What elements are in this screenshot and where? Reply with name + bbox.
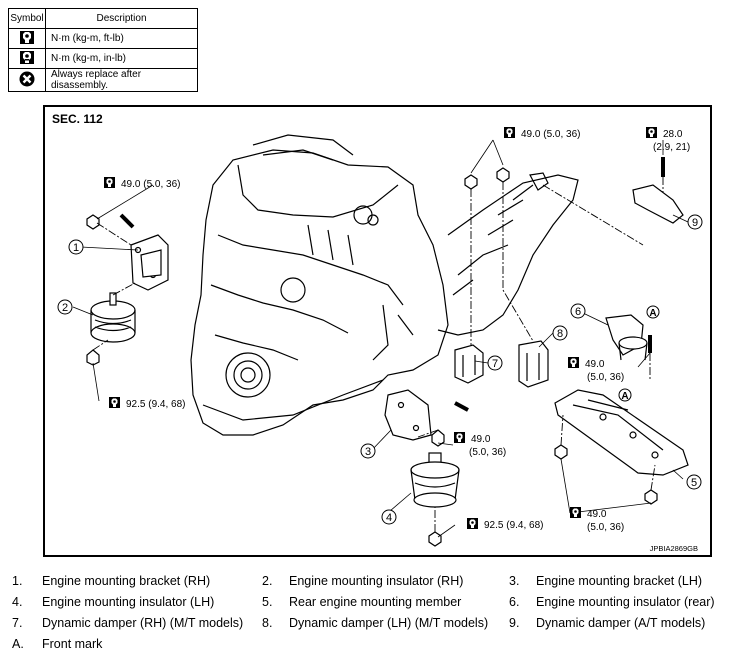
callout-3: 3 (360, 443, 376, 459)
svg-text:9: 9 (692, 217, 698, 229)
svg-text:2: 2 (62, 302, 68, 314)
callouts: 1 2 3 4 5 6 7 8 9 (57, 214, 703, 525)
nut-lh-upper (431, 429, 445, 447)
svg-text:A: A (649, 308, 656, 319)
legend-description: N·m (kg-m, in-lb) (45, 48, 198, 69)
torque-wrench-icon (504, 127, 515, 138)
nut-member-right (644, 489, 658, 505)
nut-lh-lower (428, 531, 442, 547)
legend-symbol-cell (8, 68, 46, 92)
dynamic-damper-lh (518, 340, 549, 388)
svg-text:8: 8 (557, 328, 563, 340)
torque-label: 49.0 (5.0, 36) (104, 177, 180, 190)
svg-text:49.0: 49.0 (587, 509, 607, 520)
legend-description: N·m (kg-m, ft-lb) (45, 28, 198, 49)
svg-text:49.0: 49.0 (471, 434, 491, 445)
diagram-code: JPBIA2869GB (650, 544, 698, 553)
torque-label: 28.0 (2.9, 21) (646, 127, 690, 153)
symbol-legend-table: Symbol Description N·m (kg-m, ft-lb) N·m… (8, 8, 198, 92)
front-mark-a: A (646, 305, 660, 319)
torque-wrench-icon (454, 432, 465, 443)
legend-symbol-cell (8, 28, 46, 49)
mount-insulator-rh (90, 292, 136, 343)
dynamic-damper-at (632, 184, 684, 224)
legend-header-row: Symbol Description (8, 8, 198, 29)
svg-text:(2.9, 21): (2.9, 21) (653, 142, 690, 153)
torque-wrench-icon (109, 397, 120, 408)
bolt-rh-upper (119, 213, 135, 229)
callout-2: 2 (57, 299, 73, 315)
svg-text:3: 3 (365, 446, 371, 458)
legend-description: Always replace after disassembly. (45, 68, 198, 92)
bolt-lh-upper (454, 401, 469, 412)
svg-text:(5.0, 36): (5.0, 36) (469, 447, 506, 458)
engine-mounting-diagram: SEC. 112 JPBIA2869GB (43, 105, 712, 557)
dynamic-damper-rh (454, 344, 484, 384)
mount-insulator-lh (410, 452, 460, 508)
torque-label: 92.5 (9.4, 68) (467, 518, 543, 531)
torque-label: 49.0 (5.0, 36) (454, 432, 506, 458)
rear-mounting-member (554, 389, 689, 476)
svg-text:5: 5 (691, 477, 697, 489)
parts-list: 1.Engine mounting bracket (RH) 2.Engine … (12, 574, 715, 651)
torque-wrench-icon (467, 518, 478, 529)
torque-label: 49.0 (5.0, 36) (570, 507, 624, 533)
svg-text:1: 1 (73, 242, 79, 254)
torque-wrench-nm-kgm-ftlb-icon (20, 30, 34, 44)
mount-bracket-lh (384, 389, 432, 441)
svg-text:92.5 (9.4, 68): 92.5 (9.4, 68) (126, 399, 185, 410)
callout-5: 5 (686, 474, 702, 490)
torque-label: 49.0 (5.0, 36) (568, 357, 624, 383)
torque-wrench-icon (570, 507, 581, 518)
svg-text:49.0 (5.0, 36): 49.0 (5.0, 36) (521, 129, 580, 140)
callout-7: 7 (487, 355, 503, 371)
svg-text:7: 7 (492, 358, 498, 370)
legend-header-description: Description (45, 8, 198, 29)
svg-text:49.0: 49.0 (585, 359, 605, 370)
always-replace-icon (19, 71, 35, 86)
svg-text:28.0: 28.0 (663, 129, 683, 140)
legend-header-symbol: Symbol (8, 8, 46, 29)
nut-member-left (554, 444, 568, 460)
leader-lines (72, 139, 689, 538)
front-marks: A A (618, 305, 660, 402)
torque-label: 49.0 (5.0, 36) (504, 127, 580, 140)
svg-text:(5.0, 36): (5.0, 36) (587, 372, 624, 383)
section-label: SEC. 112 (52, 112, 103, 126)
legend-row: N·m (kg-m, in-lb) (8, 48, 198, 69)
svg-text:6: 6 (575, 306, 581, 318)
torque-wrench-icon (568, 357, 579, 368)
svg-text:49.0 (5.0, 36): 49.0 (5.0, 36) (121, 179, 180, 190)
callout-9: 9 (687, 214, 703, 230)
torque-wrench-nm-kgm-inlb-icon (20, 50, 34, 64)
svg-text:92.5 (9.4, 68): 92.5 (9.4, 68) (484, 520, 543, 531)
mount-bracket-rh (130, 234, 169, 291)
nut-damper-right (496, 167, 510, 183)
callout-4: 4 (381, 509, 397, 525)
transmission-assembly (437, 172, 579, 336)
callout-1: 1 (68, 239, 84, 255)
legend-row: Always replace after disassembly. (8, 68, 198, 92)
front-mark-a: A (618, 388, 632, 402)
callout-8: 8 (552, 325, 568, 341)
svg-text:4: 4 (386, 512, 392, 524)
mount-insulator-rear (605, 314, 648, 361)
nut-rh-upper (86, 214, 100, 230)
legend-symbol-cell (8, 48, 46, 69)
assembly-lines (92, 177, 664, 532)
svg-text:(5.0, 36): (5.0, 36) (587, 522, 624, 533)
torque-wrench-icon (646, 127, 657, 138)
torque-label: 92.5 (9.4, 68) (109, 397, 185, 410)
callout-6: 6 (570, 303, 586, 319)
torque-wrench-icon (104, 177, 115, 188)
legend-row: N·m (kg-m, ft-lb) (8, 28, 198, 49)
svg-text:A: A (621, 391, 628, 402)
nut-damper-left (464, 174, 478, 190)
diagram-frame (43, 105, 712, 557)
engine-assembly (190, 134, 449, 436)
